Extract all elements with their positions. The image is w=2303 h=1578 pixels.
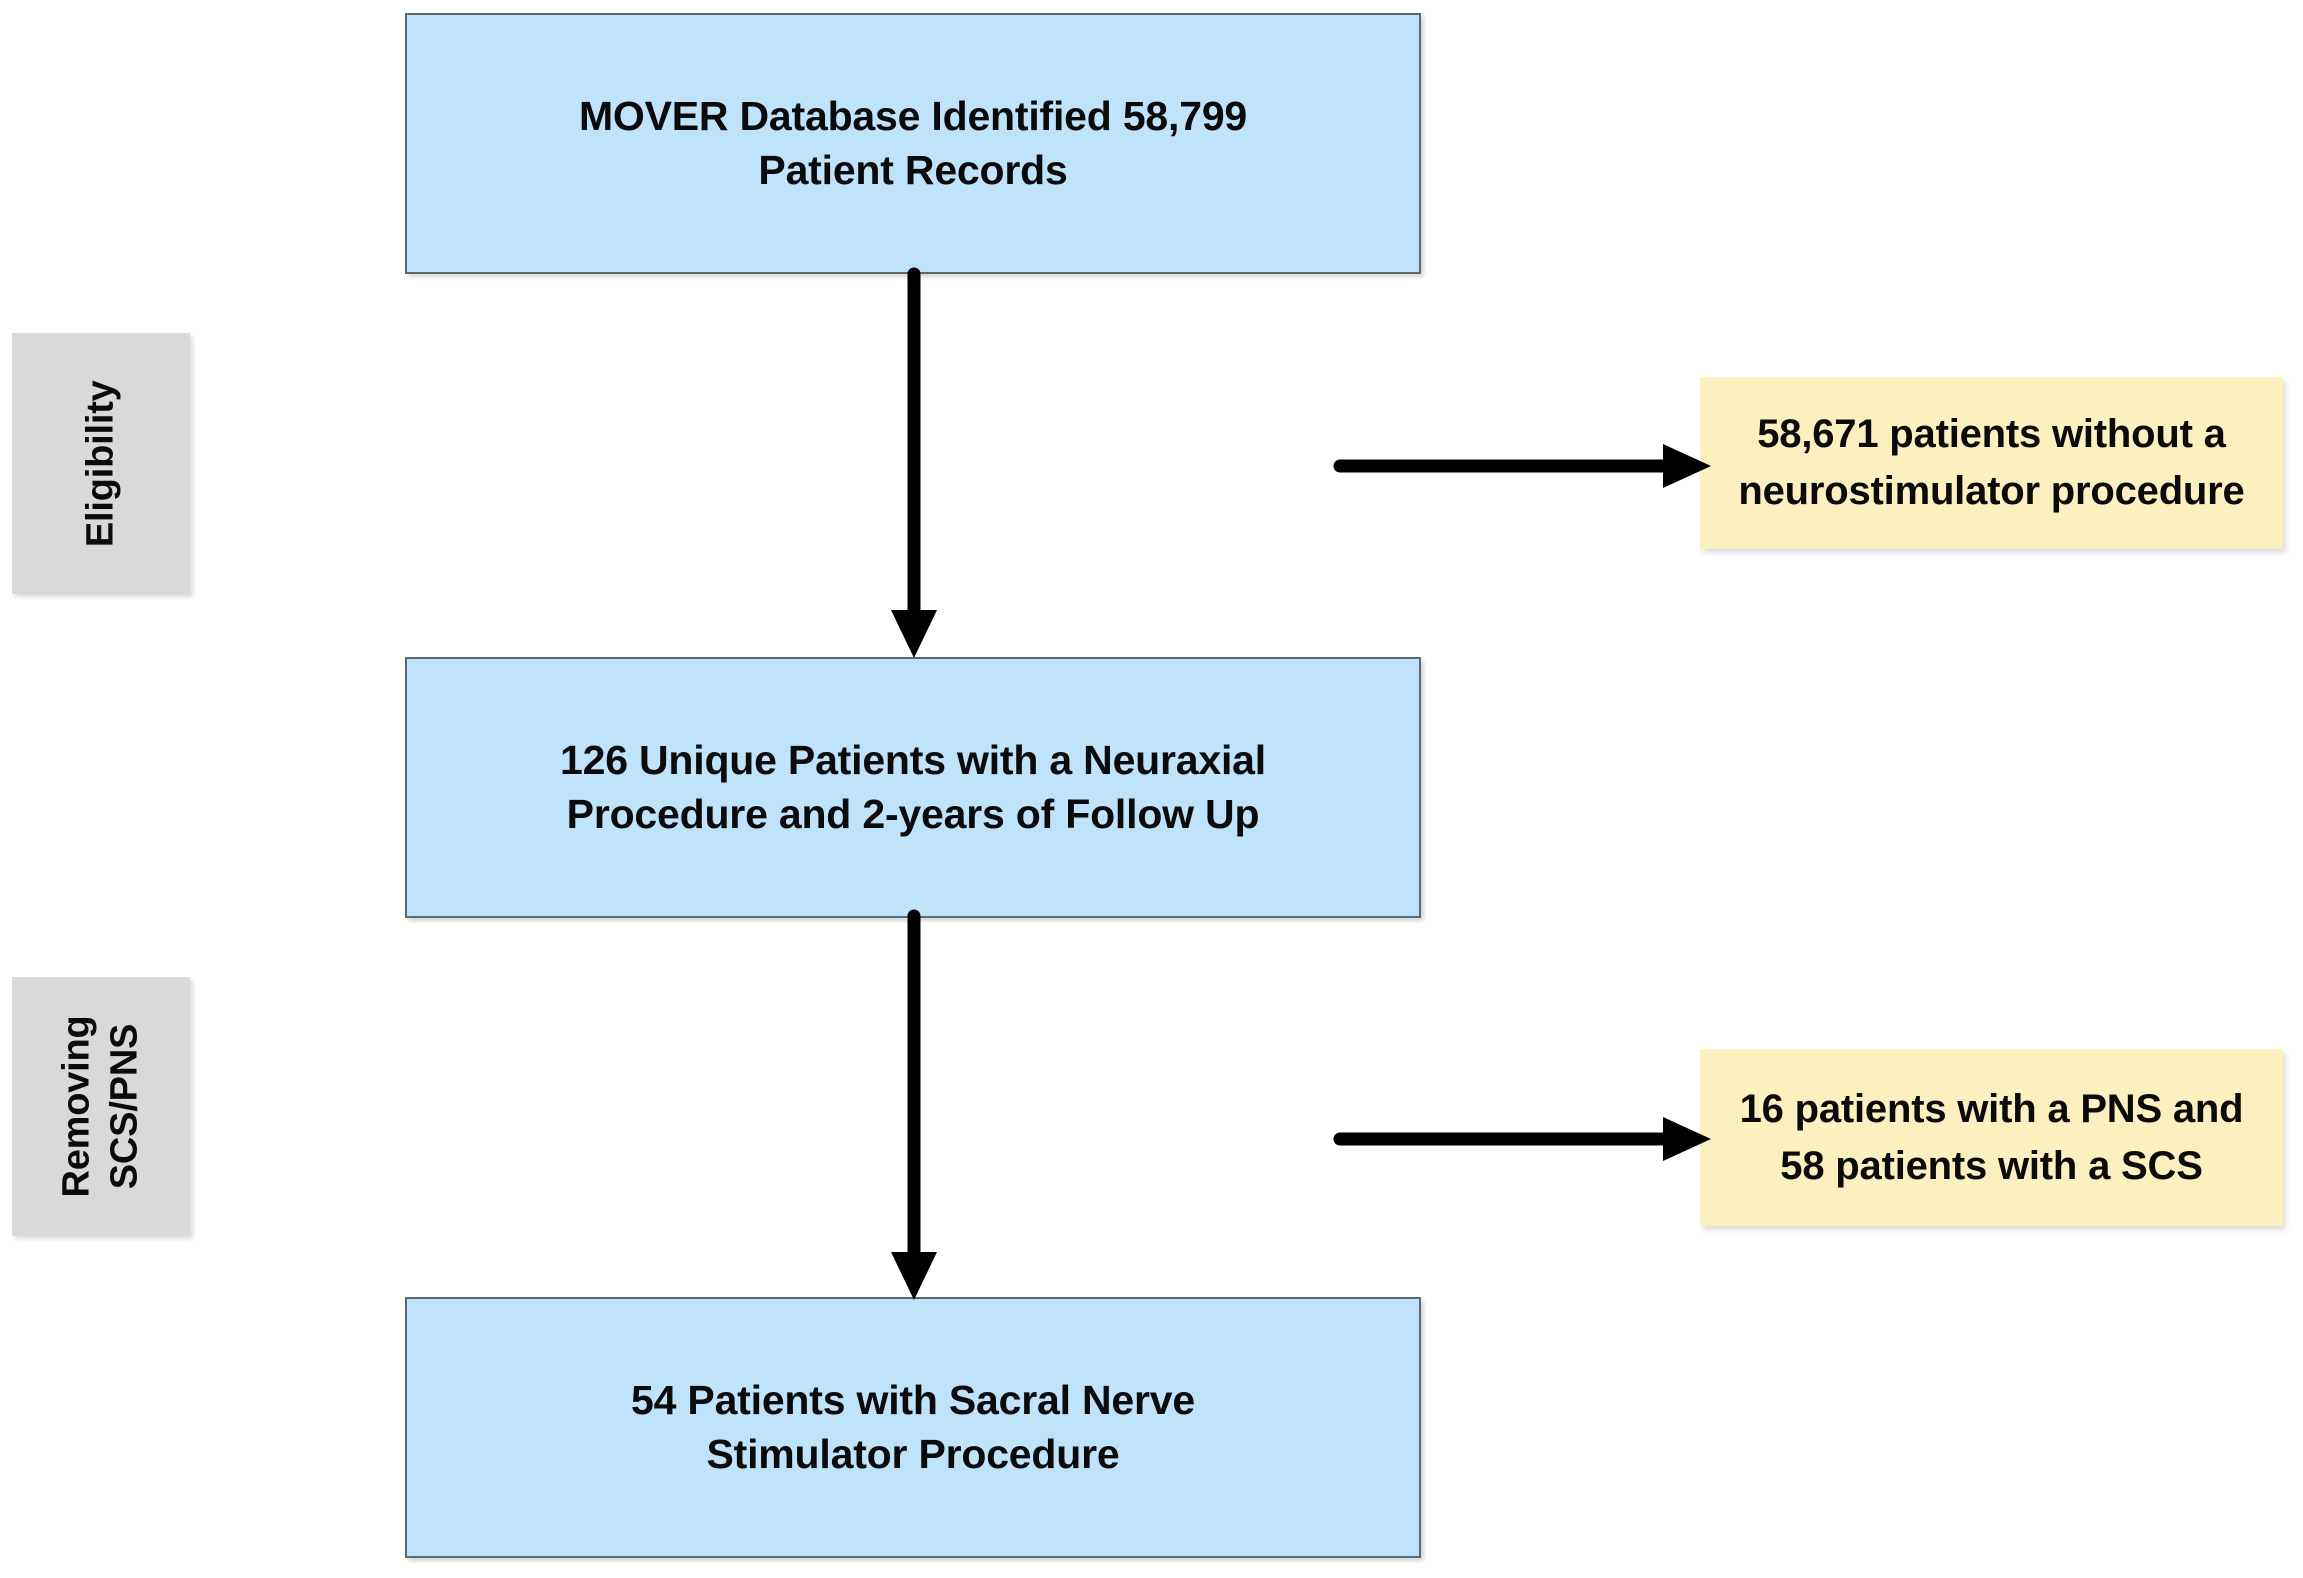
exclusion-box-pns-and-scs-text: 16 patients with a PNS and 58 patients w… <box>1739 1086 2244 1188</box>
flow-box-identified: MOVER Database Identified 58,799 Patient… <box>405 13 1421 274</box>
stage-label-eligibility: Eligibility <box>12 333 190 594</box>
arrow-right-to-no-neurostimulator-icon <box>1333 444 1711 488</box>
exclusion-box-no-neurostimulator: 58,671 patients without a neurostimulato… <box>1700 377 2283 549</box>
arrow-down-unique-to-sacral-icon <box>891 909 937 1300</box>
stage-label-eligibility-text: Eligibility <box>79 380 122 547</box>
arrow-down-identified-to-unique-icon <box>891 267 937 658</box>
flow-box-identified-text: MOVER Database Identified 58,799 Patient… <box>578 93 1248 193</box>
arrow-right-to-pns-and-scs-icon <box>1333 1117 1711 1161</box>
flow-box-unique-neuraxial: 126 Unique Patients with a Neuraxial Pro… <box>405 657 1421 918</box>
flow-box-sacral-nerve-stimulator: 54 Patients with Sacral Nerve Stimulator… <box>405 1297 1421 1558</box>
flow-box-unique-neuraxial-text: 126 Unique Patients with a Neuraxial Pro… <box>560 737 1266 837</box>
exclusion-box-no-neurostimulator-text: 58,671 patients without a neurostimulato… <box>1738 412 2245 513</box>
exclusion-box-pns-and-scs: 16 patients with a PNS and 58 patients w… <box>1700 1049 2283 1226</box>
stage-label-removing-scs-pns: Removing SCS/PNS <box>12 977 190 1236</box>
flow-box-sacral-nerve-stimulator-text: 54 Patients with Sacral Nerve Stimulator… <box>631 1377 1195 1477</box>
stage-label-removing-scs-pns-text: Removing SCS/PNS <box>55 1015 146 1198</box>
